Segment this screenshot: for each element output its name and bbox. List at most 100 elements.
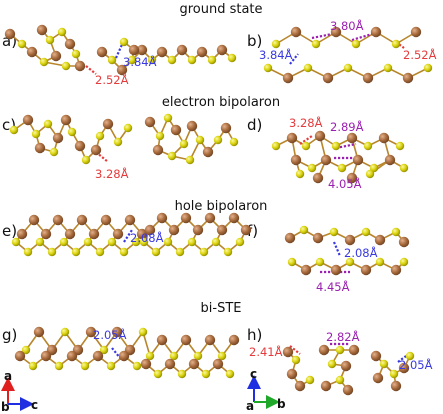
cu-atom — [284, 232, 296, 244]
s-atom — [11, 237, 21, 247]
s-atom — [405, 351, 415, 361]
cu-atom — [14, 350, 26, 362]
distance-marker — [289, 345, 301, 355]
s-atom — [389, 369, 399, 379]
cu-atom — [180, 212, 192, 224]
cu-atom — [64, 38, 76, 50]
cu-atom — [340, 360, 352, 372]
s-atom — [99, 345, 109, 355]
distance-label: 2.05Å — [93, 327, 127, 342]
s-atom — [80, 361, 90, 371]
cu-atom — [28, 214, 40, 226]
cu-atom — [4, 28, 16, 40]
s-atom — [345, 257, 355, 267]
s-atom — [177, 369, 187, 379]
s-atom — [107, 55, 117, 65]
panel-label-d: d) — [247, 116, 262, 134]
cu-atom — [168, 224, 180, 236]
s-atom — [391, 39, 401, 49]
s-atom — [399, 163, 409, 173]
cu-atom — [342, 384, 354, 396]
s-atom — [35, 237, 45, 247]
cu-atom — [320, 380, 332, 392]
s-atom — [95, 131, 105, 141]
cu-atom — [370, 350, 382, 362]
s-atom — [21, 345, 31, 355]
s-atom — [163, 237, 173, 247]
s-atom — [147, 55, 157, 65]
distance-label: 2.08Å — [344, 245, 378, 260]
axis-label-right: b — [277, 397, 286, 411]
cu-atom — [112, 228, 124, 240]
s-atom — [57, 27, 67, 37]
distance-label: 3.80Å — [330, 18, 364, 33]
s-atom — [335, 375, 345, 385]
s-atom — [131, 237, 141, 247]
s-atom — [271, 39, 281, 49]
s-atom — [9, 125, 19, 135]
s-atom — [399, 257, 409, 267]
cu-atom — [102, 118, 114, 130]
cu-atom — [196, 46, 208, 58]
cu-atom — [152, 144, 164, 156]
distance-label: 3.84Å — [123, 54, 157, 69]
cu-atom — [352, 154, 364, 166]
axis-triad-left: a c b — [1, 369, 38, 414]
cu-atom — [372, 372, 384, 384]
cu-atom — [128, 44, 140, 56]
s-atom — [301, 141, 311, 151]
s-atom — [47, 247, 57, 257]
cu-atom — [140, 358, 152, 370]
cu-atom — [118, 350, 130, 362]
cu-atom — [346, 132, 358, 144]
distance-label: 3.28Å — [95, 166, 129, 181]
s-atom — [327, 359, 337, 369]
cu-atom — [88, 228, 100, 240]
s-atom — [225, 369, 235, 379]
cu-atom — [170, 124, 182, 136]
cu-atom — [144, 224, 156, 236]
s-atom — [153, 369, 163, 379]
distance-label: 2.89Å — [330, 119, 364, 134]
s-atom — [163, 113, 173, 123]
s-atom — [31, 129, 41, 139]
s-atom — [113, 137, 123, 147]
s-atom — [343, 63, 353, 73]
s-atom — [337, 163, 347, 173]
s-atom — [28, 361, 38, 371]
cu-atom — [136, 228, 148, 240]
section-title-electron-bipolaron: electron bipolaron — [162, 95, 280, 110]
cu-atom — [64, 228, 76, 240]
cu-atom — [40, 350, 52, 362]
cu-atom — [33, 326, 45, 338]
s-atom — [369, 163, 379, 173]
s-atom — [71, 247, 81, 257]
s-atom — [185, 155, 195, 165]
distance-label: 2.52Å — [403, 47, 437, 62]
distance-label: 2.52Å — [95, 72, 129, 87]
cu-atom — [36, 24, 48, 36]
axis-label-origin: a — [246, 399, 254, 413]
distance-marker — [332, 241, 342, 257]
s-atom — [223, 247, 233, 257]
s-atom — [305, 375, 315, 385]
structure-panel-c — [9, 113, 239, 165]
cu-atom — [398, 236, 410, 248]
s-atom — [299, 225, 309, 235]
distance-marker — [85, 65, 97, 75]
s-atom — [291, 355, 301, 365]
s-atom — [207, 55, 217, 65]
cu-atom — [398, 362, 410, 374]
s-atom — [123, 123, 133, 133]
cu-atom — [286, 368, 298, 380]
s-atom — [331, 141, 341, 151]
cu-atom — [228, 212, 240, 224]
cu-atom — [390, 264, 402, 276]
panel-label-b: b) — [247, 32, 262, 50]
cu-atom — [176, 44, 188, 56]
s-atom — [307, 163, 317, 173]
s-atom — [295, 169, 305, 179]
s-atom — [199, 247, 209, 257]
s-atom — [363, 141, 373, 151]
distance-label: 3.28Å — [289, 115, 323, 130]
